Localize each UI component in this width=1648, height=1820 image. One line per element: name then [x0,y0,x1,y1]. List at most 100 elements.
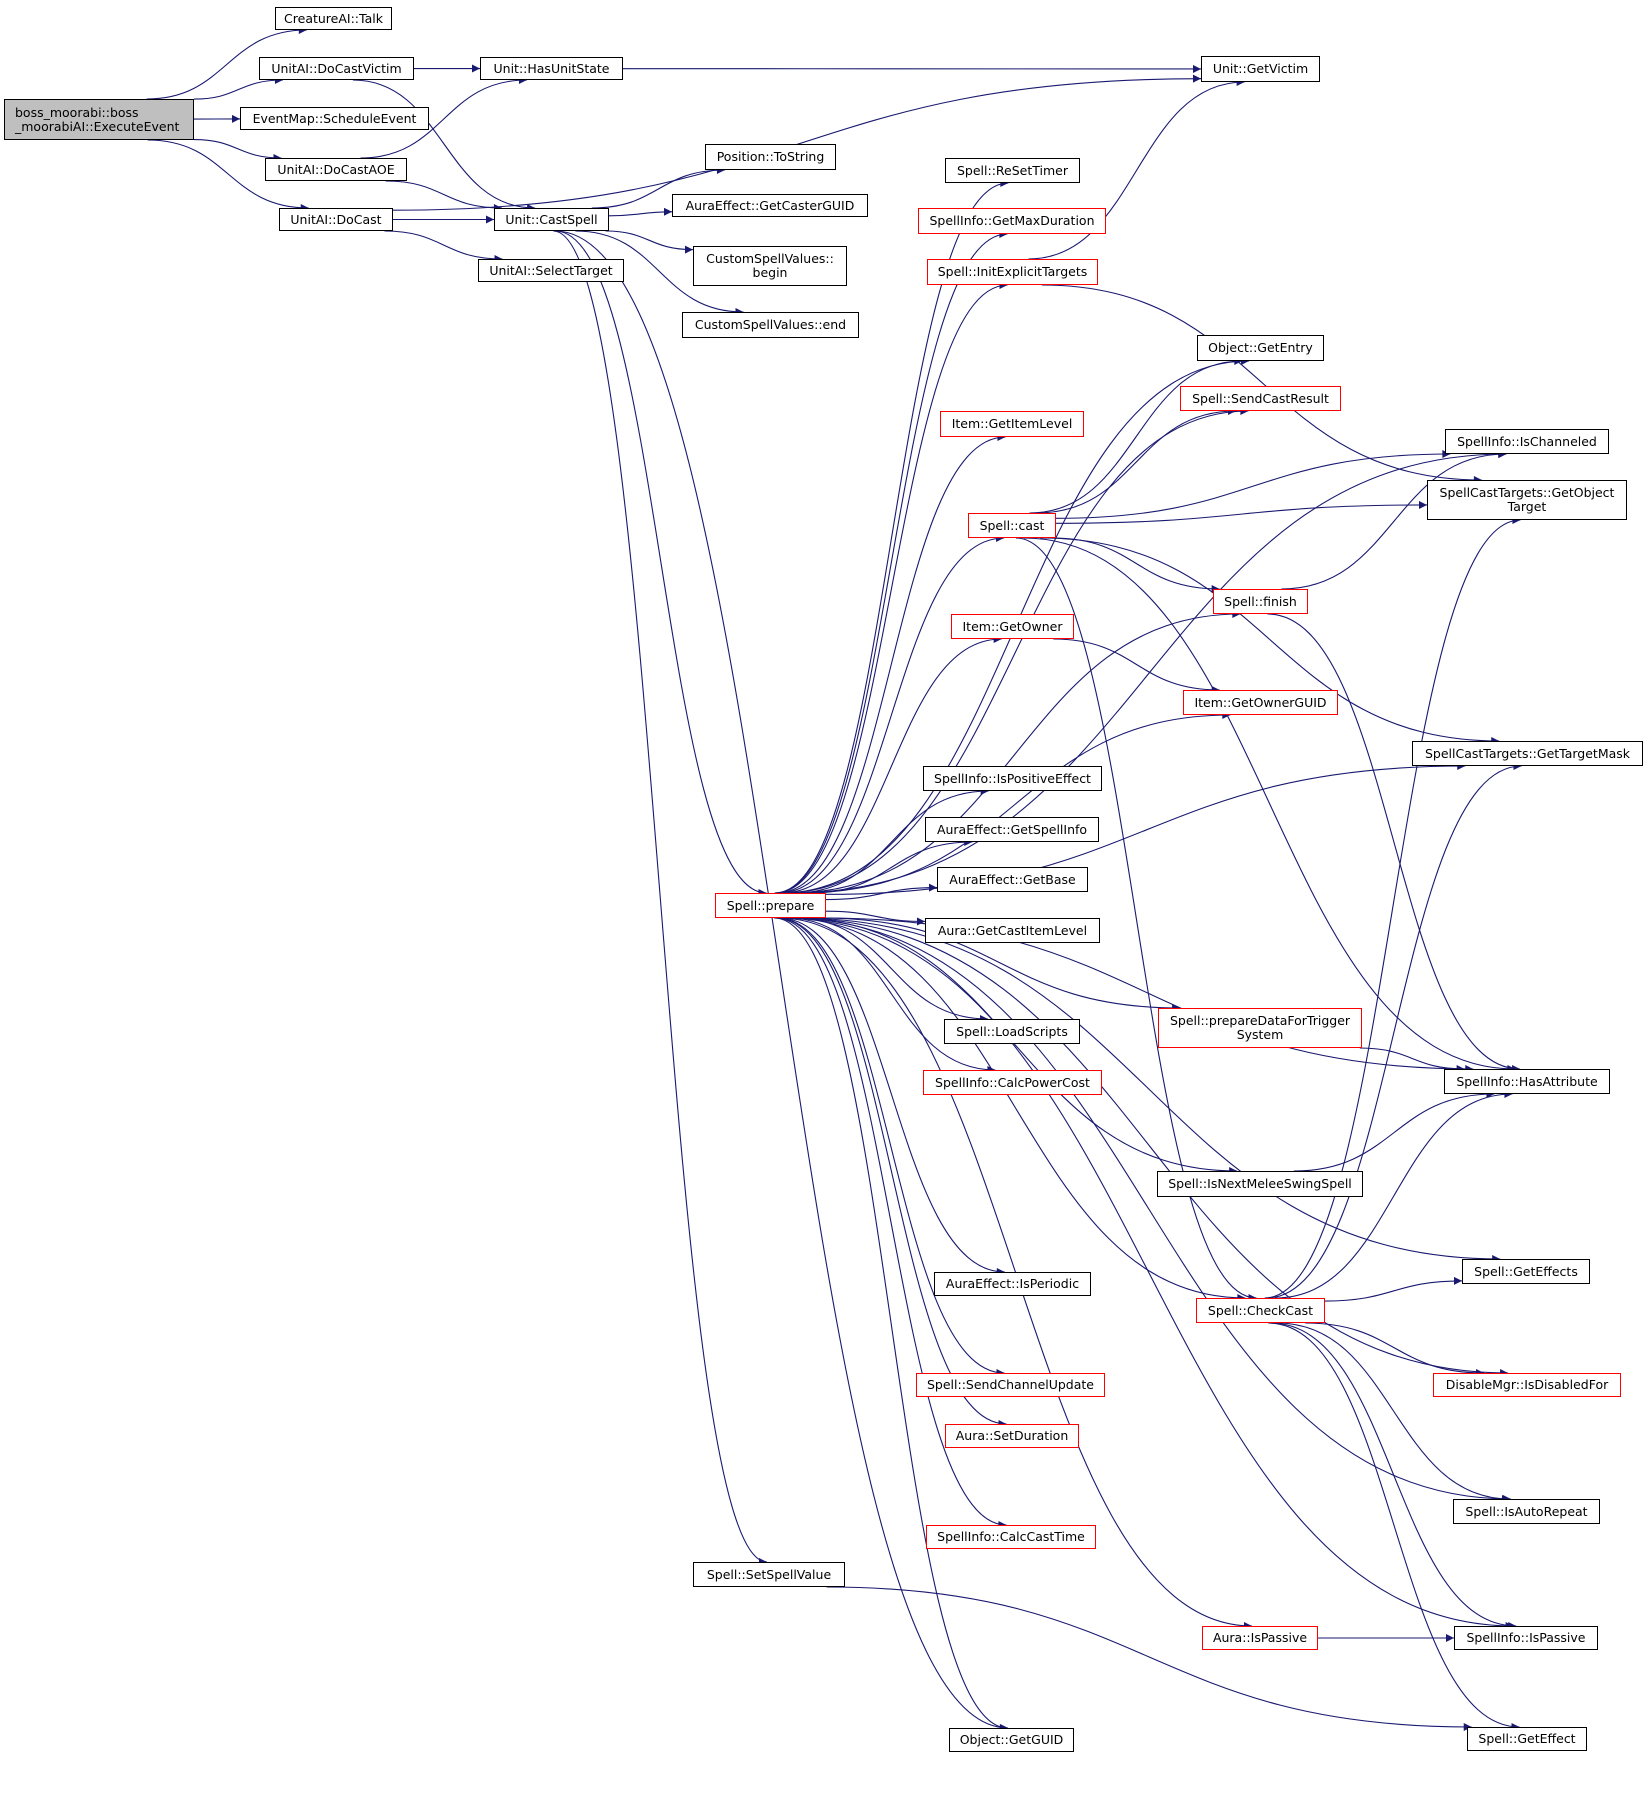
edge-castspell-to-csvend [575,230,744,316]
node-label: Unit::CastSpell [505,211,598,227]
edge-docastaoe-to-castspell [385,180,502,212]
node-label: DisableMgr::IsDisabledFor [1445,1377,1609,1392]
edge-docastvictim-to-castspell [352,79,536,212]
node-loadscripts[interactable]: Spell::LoadScripts [944,1019,1080,1044]
node-cast[interactable]: Spell::cast [968,513,1056,538]
edge-cast-to-sendcastresult [1036,407,1237,514]
node-scheduleevent[interactable]: EventMap::ScheduleEvent [240,107,429,130]
edge-prepare-to-calcpowercost [787,917,996,1074]
edge-cast-to-getentry [1029,357,1243,514]
node-docastaoe[interactable]: UnitAI::DoCastAOE [265,158,407,181]
edge-castspell-to-getguid [554,230,1008,1732]
node-label: EventMap::ScheduleEvent [252,110,417,126]
edge-prepare-to-isautorepeat [786,917,1511,1503]
edge-prepare-to-getguid [774,917,1009,1732]
node-getitemlevel[interactable]: Item::GetItemLevel [940,411,1084,437]
node-label: Spell::IsAutoRepeat [1465,1503,1588,1519]
node-aurapassive[interactable]: Aura::IsPassive [1202,1626,1318,1650]
node-finish[interactable]: Spell::finish [1213,589,1308,614]
node-geteffects[interactable]: Spell::GetEffects [1462,1259,1590,1284]
node-label: AuraEffect::GetBase [949,871,1076,887]
node-label: Spell::prepare [726,897,815,913]
edge-prepare-to-ispositiveeffect [794,787,989,894]
edge-prepare-to-infopassive [783,917,1514,1630]
node-docast[interactable]: UnitAI::DoCast [279,208,393,231]
node-setspellvalue[interactable]: Spell::SetSpellValue [693,1562,845,1587]
node-setduration[interactable]: Aura::SetDuration [945,1424,1079,1448]
node-getvictim[interactable]: Unit::GetVictim [1201,56,1320,82]
node-initexplicit[interactable]: Spell::InitExplicitTargets [927,259,1098,285]
edge-castspell-to-getcasterguid [608,207,673,217]
node-selecttarget[interactable]: UnitAI::SelectTarget [478,259,624,282]
node-getobjecttarget[interactable]: SpellCastTargets::GetObject Target [1427,480,1627,520]
edge-initexplicit-to-getvictim [1028,78,1245,260]
node-calcpowercost[interactable]: SpellInfo::CalcPowerCost [923,1070,1102,1095]
node-isdisabledfor[interactable]: DisableMgr::IsDisabledFor [1433,1373,1621,1397]
node-label: SpellInfo::IsPassive [1466,1630,1586,1645]
node-label: Spell::ReSetTimer [957,162,1068,178]
node-calccasttime[interactable]: SpellInfo::CalcCastTime [926,1525,1096,1549]
node-label: CreatureAI::Talk [284,10,383,26]
node-getentry[interactable]: Object::GetEntry [1197,335,1324,361]
node-resettimer[interactable]: Spell::ReSetTimer [945,158,1080,183]
node-hasunitstate[interactable]: Unit::HasUnitState [480,57,623,80]
edge-preparedata-to-hasattribute [1359,1047,1465,1073]
node-getcastitemlevel[interactable]: Aura::GetCastItemLevel [925,918,1100,943]
node-label: Spell::finish [1224,593,1297,609]
node-ischanneled[interactable]: SpellInfo::IsChanneled [1445,429,1609,454]
edge-checkcast-to-isautorepeat [1277,1322,1510,1503]
node-label: AuraEffect::GetSpellInfo [936,821,1088,837]
node-gettargetmask[interactable]: SpellCastTargets::GetTargetMask [1412,741,1643,766]
node-csvend[interactable]: CustomSpellValues::end [682,312,859,338]
node-label: UnitAI::DoCastVictim [271,60,402,76]
node-label: Spell::LoadScripts [956,1023,1068,1039]
edge-prepare-to-ischanneled [790,450,1507,894]
node-sendcastresult[interactable]: Spell::SendCastResult [1180,386,1341,411]
node-isautorepeat[interactable]: Spell::IsAutoRepeat [1453,1499,1600,1524]
node-label: Spell::SetSpellValue [706,1566,832,1582]
node-getguid[interactable]: Object::GetGUID [949,1728,1074,1752]
node-label: boss_moorabi::boss _moorabiAI::ExecuteEv… [15,104,180,134]
node-label: Item::GetOwnerGUID [1194,694,1327,710]
node-csvbegin[interactable]: CustomSpellValues:: begin [693,246,847,286]
edge-initexplicit-to-getobjecttarget [1041,284,1482,484]
node-talk[interactable]: CreatureAI::Talk [275,7,392,30]
node-getowner[interactable]: Item::GetOwner [951,614,1074,639]
node-preparedata[interactable]: Spell::prepareDataForTrigger System [1158,1008,1362,1048]
node-castspell[interactable]: Unit::CastSpell [494,208,609,231]
node-getownerguid[interactable]: Item::GetOwnerGUID [1183,690,1338,715]
node-prepare[interactable]: Spell::prepare [715,893,826,918]
node-label: Aura::SetDuration [955,1428,1069,1443]
node-getmaxduration[interactable]: SpellInfo::GetMaxDuration [918,208,1106,234]
edge-root-to-docast [147,139,309,212]
edge-prepare-to-isnextmelee [792,917,1238,1175]
node-label: Spell::InitExplicitTargets [937,264,1088,279]
node-label: SpellInfo::GetMaxDuration [929,213,1095,228]
node-checkcast[interactable]: Spell::CheckCast [1196,1298,1325,1323]
node-infopassive[interactable]: SpellInfo::IsPassive [1454,1626,1598,1650]
node-label: Spell::SendCastResult [1192,390,1329,406]
edge-checkcast-to-hasattribute [1275,1090,1513,1299]
node-ispositiveeffect[interactable]: SpellInfo::IsPositiveEffect [923,766,1102,791]
node-isperiodic[interactable]: AuraEffect::IsPeriodic [934,1272,1091,1296]
node-hasattribute[interactable]: SpellInfo::HasAttribute [1444,1069,1610,1094]
node-sendchannelupdate[interactable]: Spell::SendChannelUpdate [916,1373,1105,1397]
node-getcasterguid[interactable]: AuraEffect::GetCasterGUID [672,194,868,217]
edge-prepare-to-cast [778,534,1005,894]
node-geteffect[interactable]: Spell::GetEffect [1467,1727,1587,1751]
node-tostring[interactable]: Position::ToString [705,144,836,170]
node-label: Item::GetItemLevel [951,416,1073,431]
edge-getowner-to-getownerguid [1053,638,1220,694]
edge-finish-to-ischanneled [1281,450,1507,590]
node-label: SpellInfo::IsChanneled [1457,433,1597,449]
node-label: Spell::IsNextMeleeSwingSpell [1168,1176,1352,1191]
node-docastvictim[interactable]: UnitAI::DoCastVictim [259,57,414,80]
node-isnextmelee[interactable]: Spell::IsNextMeleeSwingSpell [1157,1171,1363,1197]
edge-root-to-docastaoe [193,138,282,162]
node-label: Aura::GetCastItemLevel [937,922,1088,938]
edge-root-to-docastvictim [193,76,283,100]
node-getbase[interactable]: AuraEffect::GetBase [937,867,1088,892]
node-label: CustomSpellValues:: begin [706,251,834,280]
node-getspellinfo[interactable]: AuraEffect::GetSpellInfo [925,817,1099,842]
